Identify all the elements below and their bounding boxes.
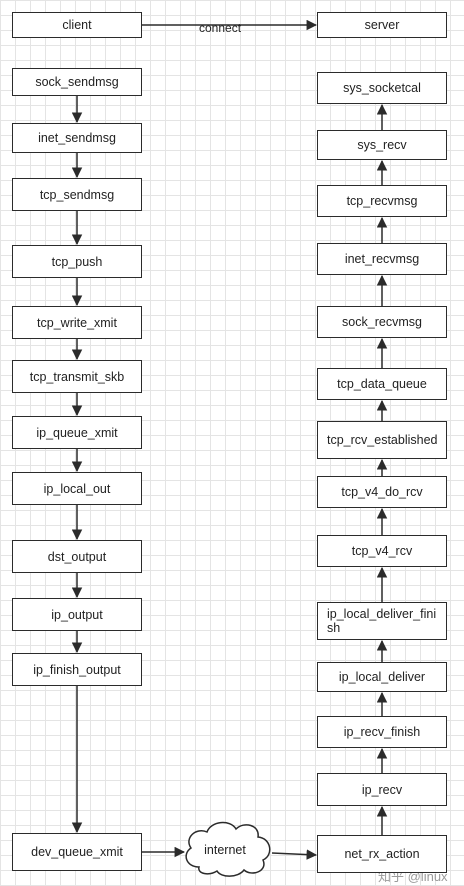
tcp-write-xmit-node: tcp_write_xmit xyxy=(12,306,142,339)
ip-output-node: ip_output xyxy=(12,598,142,631)
connect-label: connect xyxy=(199,21,242,35)
sock-sendmsg-label: sock_sendmsg xyxy=(35,75,119,89)
ip-queue-xmit-label: ip_queue_xmit xyxy=(36,425,118,440)
tcp-recvmsg-node: tcp_recvmsg xyxy=(317,185,447,217)
internet-cloud xyxy=(185,821,271,877)
ip-local-out-label: ip_local_out xyxy=(43,481,111,496)
ip-local-out-node: ip_local_out xyxy=(12,472,142,505)
sock-recvmsg-label: sock_recvmsg xyxy=(342,315,422,329)
arrow-internet-to-net-rx-action xyxy=(271,849,318,860)
sys-recv-node: sys_recv xyxy=(317,130,447,160)
tcp-data-queue-label: tcp_data_queue xyxy=(337,377,427,391)
tcp-sendmsg-node: tcp_sendmsg xyxy=(12,178,142,211)
ip-local-deliver-finish-label: ip_local_deliver_finish xyxy=(327,607,437,635)
client-node: client xyxy=(12,12,142,38)
tcp-recvmsg-label: tcp_recvmsg xyxy=(346,194,418,208)
client-label: client xyxy=(62,18,92,32)
dst-output-label: dst_output xyxy=(47,549,107,564)
tcp-transmit-skb-label: tcp_transmit_skb xyxy=(29,369,125,384)
ip-recv-label: ip_recv xyxy=(361,782,403,797)
tcp-v4-do-rcv-node: tcp_v4_do_rcv xyxy=(317,476,447,508)
net-rx-action-node: net_rx_action xyxy=(317,835,447,873)
ip-local-deliver-finish-node: ip_local_deliver_finish xyxy=(317,602,447,640)
sys-socketcal-node: sys_socketcal xyxy=(317,72,447,104)
tcp-transmit-skb-node: tcp_transmit_skb xyxy=(12,360,142,393)
ip-queue-xmit-node: ip_queue_xmit xyxy=(12,416,142,449)
ip-finish-output-label: ip_finish_output xyxy=(33,662,121,677)
inet-recvmsg-label: inet_recvmsg xyxy=(344,252,420,266)
ip-local-deliver-node: ip_local_deliver xyxy=(317,662,447,692)
ip-output-label: ip_output xyxy=(51,607,103,622)
sock-sendmsg-node: sock_sendmsg xyxy=(12,68,142,96)
tcp-rcv-established-node: tcp_rcv_established xyxy=(317,421,447,459)
inet-sendmsg-node: inet_sendmsg xyxy=(12,123,142,153)
tcp-v4-rcv-label: tcp_v4_rcv xyxy=(351,544,413,558)
tcp-rcv-established-label: tcp_rcv_established xyxy=(327,433,438,447)
tcp-push-node: tcp_push xyxy=(12,245,142,278)
sys-recv-label: sys_recv xyxy=(357,138,407,152)
server-node: server xyxy=(317,12,447,38)
ip-recv-finish-node: ip_recv_finish xyxy=(317,716,447,748)
ip-recv-finish-label: ip_recv_finish xyxy=(343,725,421,739)
tcp-write-xmit-label: tcp_write_xmit xyxy=(37,315,117,330)
internet-label: internet xyxy=(204,843,246,857)
tcp-sendmsg-label: tcp_sendmsg xyxy=(39,187,115,202)
dev-queue-xmit-node: dev_queue_xmit xyxy=(12,833,142,871)
net-rx-action-label: net_rx_action xyxy=(344,847,420,861)
dst-output-node: dst_output xyxy=(12,540,142,573)
sys-socketcal-label: sys_socketcal xyxy=(343,81,421,95)
tcp-push-label: tcp_push xyxy=(51,254,103,269)
ip-recv-node: ip_recv xyxy=(317,773,447,806)
dev-queue-xmit-label: dev_queue_xmit xyxy=(31,845,123,859)
tcp-v4-rcv-node: tcp_v4_rcv xyxy=(317,535,447,567)
tcp-v4-do-rcv-label: tcp_v4_do_rcv xyxy=(341,485,423,499)
sock-recvmsg-node: sock_recvmsg xyxy=(317,306,447,338)
ip-local-deliver-label: ip_local_deliver xyxy=(338,670,426,684)
tcp-data-queue-node: tcp_data_queue xyxy=(317,368,447,400)
server-label: server xyxy=(364,18,400,32)
inet-sendmsg-label: inet_sendmsg xyxy=(38,131,116,145)
ip-finish-output-node: ip_finish_output xyxy=(12,653,142,686)
inet-recvmsg-node: inet_recvmsg xyxy=(317,243,447,275)
